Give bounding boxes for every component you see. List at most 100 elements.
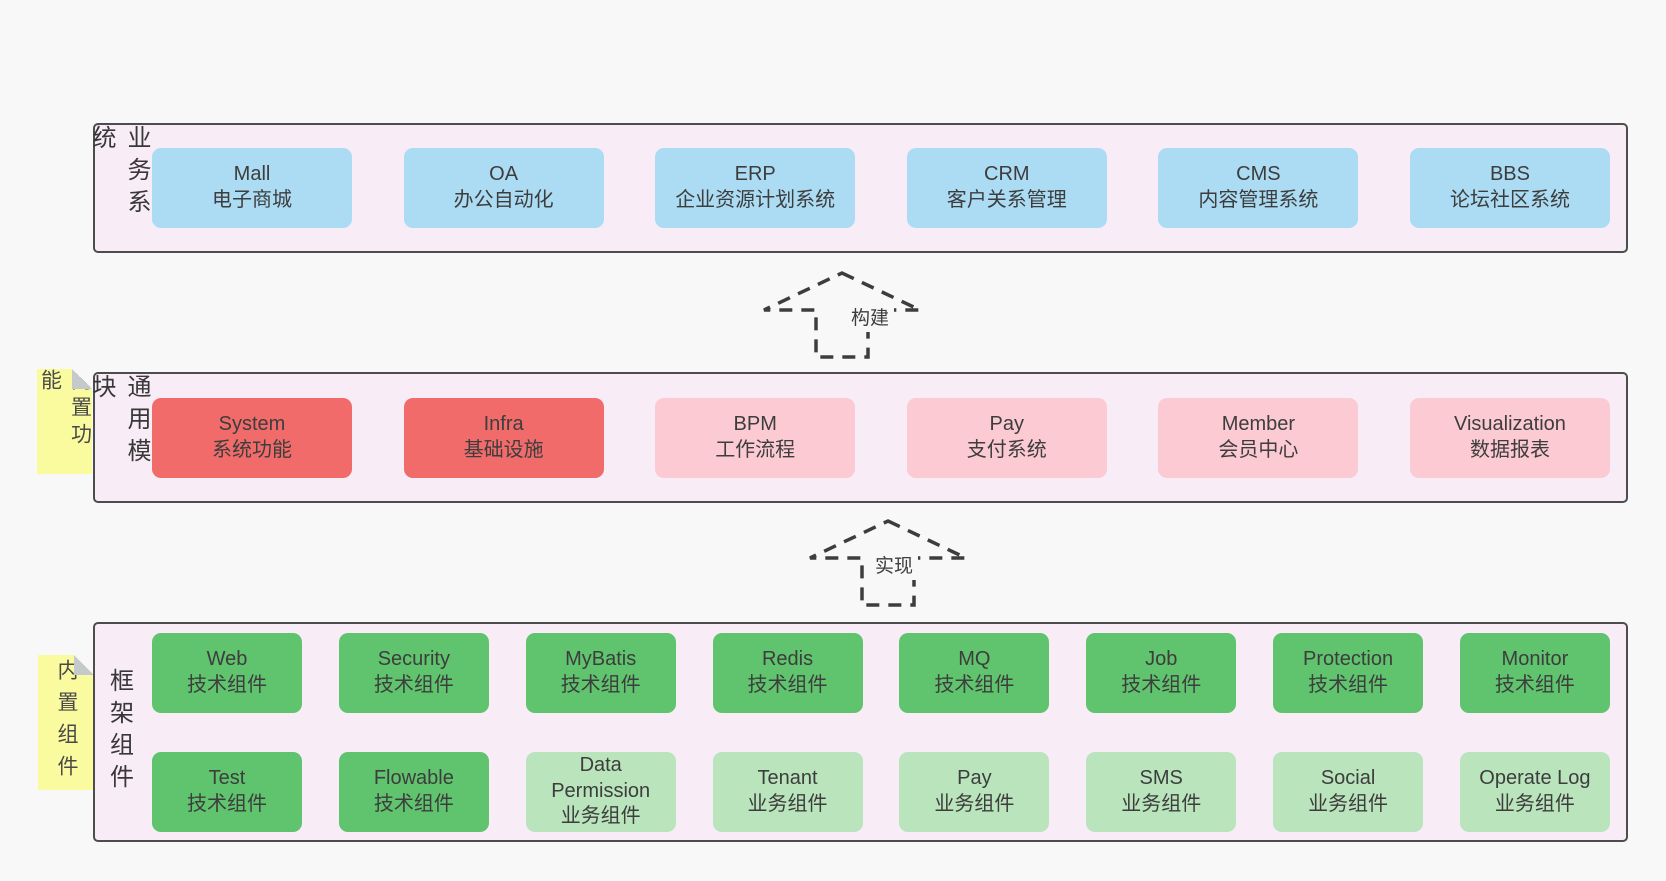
box-title: Pay <box>989 412 1025 435</box>
diagram-box-bpm: BPM 工作流程 <box>655 397 856 478</box>
sticky-note-label: 内置组件 <box>55 658 78 787</box>
box-title: Monitor <box>1501 647 1569 670</box>
box-subtitle: 业务组件 <box>747 792 828 815</box>
box-subtitle: 会员中心 <box>1218 438 1299 461</box>
diagram-box-redis: Redis 技术组件 <box>712 632 863 713</box>
box-title: Web <box>206 647 248 670</box>
layer-label-framework: 框架组件 <box>105 668 133 796</box>
box-title: Flowable <box>373 766 454 789</box>
diagram-box-job: Job 技术组件 <box>1086 632 1237 713</box>
box-title: SMS <box>1139 766 1183 789</box>
modules-box-row: System 系统功能 Infra 基础设施 BPM 工作流程 Pay 支付系统 Member 会… <box>143 374 1626 501</box>
box-subtitle: 电子商城 <box>212 189 292 211</box>
diagram-box-visualization: Visualization 数据报表 <box>1409 397 1610 478</box>
common-modules-layer: 通用模块 System 系统功能 Infra 基础设施 BPM 工作流程 Pay 支付系统 Me… <box>88 372 1628 503</box>
box-title: Pay <box>957 766 992 789</box>
box-subtitle: 技术组件 <box>747 673 828 696</box>
dashed-up-arrow-icon <box>809 519 967 607</box>
sticky-note-builtin-features: 内置功能 <box>37 369 92 474</box>
diagram-box-cms: CMS 内容管理系统 <box>1158 148 1359 228</box>
diagram-box-social: Social 业务组件 <box>1273 751 1424 832</box>
box-subtitle: 业务组件 <box>934 792 1015 815</box>
arrow-label: 实现 <box>869 549 919 580</box>
box-subtitle: 系统功能 <box>212 438 292 461</box>
diagram-box-data-permission: Data Permission 业务组件 <box>525 751 676 832</box>
box-subtitle: 技术组件 <box>560 673 641 696</box>
diagram-box-crm: CRM 客户关系管理 <box>906 148 1107 228</box>
diagram-box-flowable: Flowable 技术组件 <box>338 751 489 832</box>
box-subtitle: 论坛社区系统 <box>1449 189 1570 211</box>
folded-corner-icon <box>74 655 94 675</box>
diagram-box-sms: SMS 业务组件 <box>1086 751 1237 832</box>
box-subtitle: 技术组件 <box>187 673 267 696</box>
build-arrow: 构建 <box>757 270 927 360</box>
box-subtitle: 技术组件 <box>373 792 454 815</box>
layer-label-modules: 通用模块 <box>88 374 150 470</box>
box-subtitle: 内容管理系统 <box>1198 189 1319 211</box>
dashed-up-arrow-icon <box>763 271 921 359</box>
sticky-note-label: 内置功能 <box>38 369 92 450</box>
box-subtitle: 办公自动化 <box>453 189 554 211</box>
diagram-box-mall: Mall 电子商城 <box>152 148 352 228</box>
box-title: Visualization <box>1454 412 1566 435</box>
box-title: Tenant <box>757 766 818 789</box>
diagram-box-web: Web 技术组件 <box>152 632 302 713</box>
box-subtitle: 数据报表 <box>1469 438 1550 461</box>
diagram-box-pay: Pay 支付系统 <box>906 397 1107 478</box>
diagram-box-test: Test 技术组件 <box>152 751 302 832</box>
box-title: Infra <box>483 412 524 435</box>
box-title: Security <box>377 647 450 670</box>
diagram-box-oa: OA 办公自动化 <box>403 148 604 228</box>
box-title: Mall <box>233 163 271 186</box>
diagram-box-bbs: BBS 论坛社区系统 <box>1409 148 1610 228</box>
diagram-box-security: Security 技术组件 <box>338 632 489 713</box>
box-subtitle: 技术组件 <box>187 792 267 815</box>
diagram-box-system: System 系统功能 <box>152 397 352 478</box>
box-subtitle: 技术组件 <box>1308 673 1389 696</box>
box-title: Member <box>1221 412 1296 435</box>
diagram-box-mybatis: MyBatis 技术组件 <box>525 632 676 713</box>
diagram-box-pay: Pay 业务组件 <box>899 751 1050 832</box>
box-title: OA <box>489 163 519 186</box>
box-title: Job <box>1145 647 1178 670</box>
box-subtitle: 技术组件 <box>1494 673 1575 696</box>
box-title: Redis <box>761 647 814 670</box>
box-title: MyBatis <box>565 647 637 670</box>
box-subtitle: 业务组件 <box>1308 792 1389 815</box>
box-subtitle: 技术组件 <box>373 673 454 696</box>
box-subtitle: 业务组件 <box>1121 792 1202 815</box>
box-title: Operate Log <box>1479 766 1591 789</box>
box-title: BPM <box>733 412 777 435</box>
diagram-box-protection: Protection 技术组件 <box>1273 632 1424 713</box>
box-subtitle: 基础设施 <box>463 438 544 461</box>
arrow-label: 构建 <box>845 301 895 332</box>
box-subtitle: 支付系统 <box>966 438 1047 461</box>
box-title: Protection <box>1303 647 1394 670</box>
box-title: Data Permission <box>551 754 651 802</box>
diagram-box-tenant: Tenant 业务组件 <box>712 751 863 832</box>
box-title: BBS <box>1489 163 1530 186</box>
box-title: Test <box>208 766 246 789</box>
box-title: MQ <box>958 647 991 670</box>
box-title: Social <box>1320 766 1376 789</box>
box-subtitle: 客户关系管理 <box>946 189 1067 211</box>
box-subtitle: 技术组件 <box>1121 673 1202 696</box>
box-title: System <box>218 412 286 435</box>
box-title: CRM <box>984 163 1030 186</box>
box-subtitle: 业务组件 <box>1494 792 1575 815</box>
layer-label-business: 业务系统 <box>88 125 150 221</box>
implement-arrow: 实现 <box>803 518 973 608</box>
box-subtitle: 工作流程 <box>715 438 796 461</box>
diagram-box-member: Member 会员中心 <box>1158 397 1359 478</box>
box-subtitle: 业务组件 <box>560 805 641 828</box>
box-title: ERP <box>734 163 776 186</box>
box-title: CMS <box>1236 163 1281 186</box>
